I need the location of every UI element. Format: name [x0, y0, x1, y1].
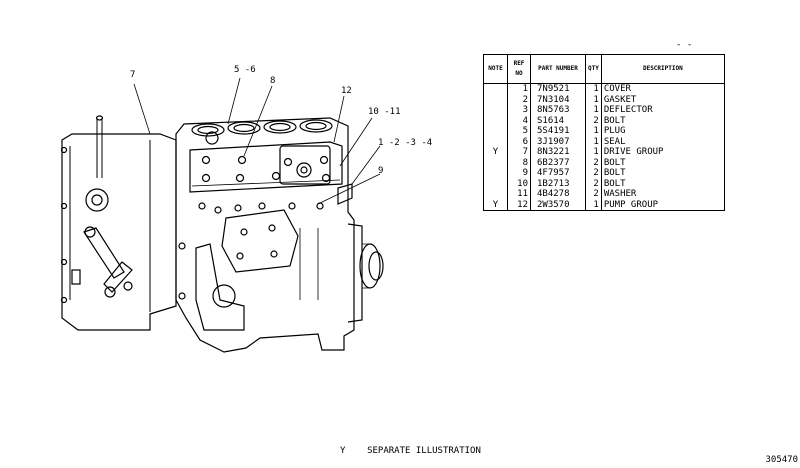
cell-qty: 1	[585, 94, 602, 105]
cell-note	[483, 136, 508, 147]
cell-description: WASHER	[600, 189, 725, 200]
cell-description: DEFLECTOR	[600, 105, 725, 116]
cell-note: Y	[483, 199, 508, 211]
callout-9: 9	[378, 166, 384, 176]
header-ref-no: REF NO	[507, 54, 531, 84]
cell-part-number: 3J1907	[530, 136, 586, 147]
cell-part-number: S1614	[530, 115, 586, 126]
header-qty: QTY	[585, 54, 602, 84]
cell-note	[483, 168, 508, 179]
cell-description: GASKET	[600, 94, 725, 105]
callout-1-4: 1 -2 -3 -4	[378, 138, 433, 148]
cell-description: PLUG	[600, 126, 725, 137]
header-description: DESCRIPTION	[600, 54, 725, 84]
cell-qty: 1	[585, 83, 602, 95]
cell-part-number: 4F7957	[530, 168, 586, 179]
cell-note: Y	[483, 147, 508, 158]
cell-ref-no: 2	[507, 94, 531, 105]
cell-qty: 2	[585, 157, 602, 168]
cell-part-number: 7N3104	[530, 94, 586, 105]
callout-8: 8	[270, 76, 276, 86]
cell-ref-no: 7	[507, 147, 531, 158]
cell-part-number: 4B4278	[530, 189, 586, 200]
cell-part-number: 7N9521	[530, 83, 586, 95]
cell-ref-no: 6	[507, 136, 531, 147]
bore-row	[191, 119, 333, 137]
cell-ref-no: 5	[507, 126, 531, 137]
cell-part-number: 2W3570	[530, 199, 586, 211]
drive-flange	[347, 223, 363, 323]
cell-description: SEAL	[600, 136, 725, 147]
cell-description: BOLT	[600, 157, 725, 168]
footnote: Y SEPARATE ILLUSTRATION	[340, 446, 481, 456]
cell-ref-no: 1	[507, 83, 531, 95]
drive-housing	[61, 133, 177, 331]
cell-note	[483, 178, 508, 189]
cell-ref-no: 10	[507, 178, 531, 189]
callout-10-11: 10 -11	[368, 107, 401, 117]
parts-table: NOTE REF NO PART NUMBER QTY DESCRIPTION …	[483, 54, 725, 211]
callout-7: 7	[130, 70, 136, 80]
cell-qty: 2	[585, 189, 602, 200]
cell-note	[483, 105, 508, 116]
cell-qty: 1	[585, 136, 602, 147]
cell-ref-no: 3	[507, 105, 531, 116]
pump-body	[175, 117, 355, 353]
figure-id: 305470	[765, 455, 798, 465]
cover-plate	[189, 141, 343, 193]
cell-note	[483, 189, 508, 200]
cell-part-number: 5S4191	[530, 126, 586, 137]
cell-note	[483, 115, 508, 126]
cell-part-number: 1B2713	[530, 178, 586, 189]
cell-ref-no: 11	[507, 189, 531, 200]
cell-part-number: 8N5763	[530, 105, 586, 116]
cell-description: BOLT	[600, 115, 725, 126]
cell-note	[483, 83, 508, 95]
cell-description: DRIVE GROUP	[600, 147, 725, 158]
page-mark: - -	[676, 40, 693, 50]
header-note: NOTE	[483, 54, 508, 84]
cell-note	[483, 126, 508, 137]
callout-5-6: 5 -6	[234, 65, 256, 75]
cell-qty: 1	[585, 126, 602, 137]
cell-qty: 1	[585, 105, 602, 116]
cell-qty: 2	[585, 168, 602, 179]
cell-note	[483, 157, 508, 168]
cell-description: COVER	[600, 83, 725, 95]
cell-ref-no: 8	[507, 157, 531, 168]
cell-part-number: 8N3221	[530, 147, 586, 158]
cell-ref-no: 9	[507, 168, 531, 179]
cell-qty: 1	[585, 147, 602, 158]
table-header-row: NOTE REF NO PART NUMBER QTY DESCRIPTION	[483, 54, 725, 84]
cell-note	[483, 94, 508, 105]
cell-ref-no: 12	[507, 199, 531, 211]
cell-part-number: 6B2377	[530, 157, 586, 168]
cell-qty: 2	[585, 115, 602, 126]
callout-12: 12	[341, 86, 352, 96]
cell-qty: 2	[585, 178, 602, 189]
side-plate	[221, 209, 299, 273]
cell-description: PUMP GROUP	[600, 199, 725, 211]
cell-description: BOLT	[600, 178, 725, 189]
cell-description: BOLT	[600, 168, 725, 179]
cell-ref-no: 4	[507, 115, 531, 126]
cell-qty: 1	[585, 199, 602, 211]
header-part-number: PART NUMBER	[530, 54, 586, 84]
